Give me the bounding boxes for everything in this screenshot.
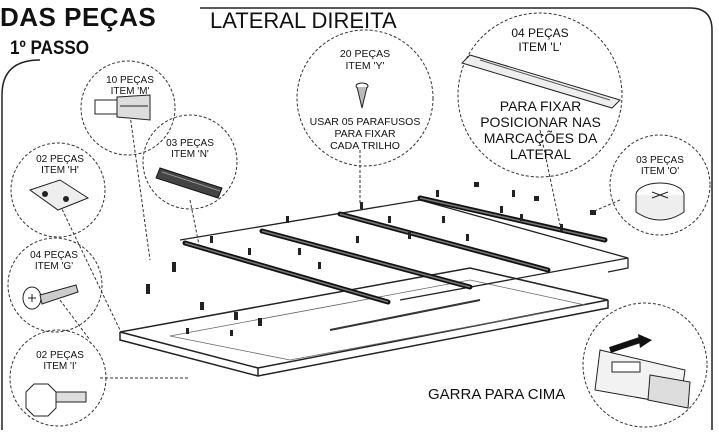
item-g-qty: 04 PEÇAS	[30, 250, 78, 261]
item-l-note: PARA FIXAR POSICIONAR NAS MARCAÇÕES DA L…	[463, 98, 618, 162]
item-h-qty: 02 PEÇAS	[36, 154, 84, 165]
item-o-label: 03 PEÇAS ITEM 'O'	[620, 155, 700, 177]
lateral-panel	[119, 267, 609, 377]
item-n-circle	[142, 114, 238, 210]
item-o-id: ITEM 'O'	[640, 166, 680, 177]
item-y-note-2: PARA FIXAR	[334, 128, 396, 140]
section-subtitle: LATERAL DIREITA	[210, 8, 397, 33]
item-h-icon	[28, 179, 90, 211]
item-l-label: 04 PEÇAS ITEM 'L'	[490, 26, 590, 54]
garra-detail-circle	[582, 302, 708, 428]
rail-item	[259, 228, 473, 290]
page-frame	[1, 7, 713, 430]
item-y-label: 20 PEÇAS ITEM 'Y'	[315, 48, 415, 72]
item-l-circle	[457, 12, 623, 178]
item-i-qty: 02 PEÇAS	[36, 350, 84, 361]
item-g-circle	[7, 237, 103, 333]
item-g-id: ITEM 'G'	[34, 261, 74, 272]
item-n-qty: 03 PEÇAS	[166, 138, 214, 149]
leader-lines	[59, 114, 621, 379]
item-n-label: 03 PEÇAS ITEM 'N'	[150, 138, 230, 160]
item-n-icon	[155, 167, 223, 199]
item-l-note-4: LATERAL	[509, 146, 572, 162]
item-h-id: ITEM 'H'	[41, 165, 79, 176]
item-y-id: ITEM 'Y'	[345, 60, 385, 72]
arrow-icon	[609, 337, 641, 353]
item-i-icon	[25, 383, 87, 417]
item-m-icon	[94, 94, 151, 121]
item-g-icon	[22, 284, 79, 310]
rail-item	[182, 240, 391, 305]
item-m-label: 10 PEÇAS ITEM 'M'	[90, 75, 170, 97]
rail-item	[417, 195, 608, 243]
part-circles	[7, 12, 711, 428]
item-l-note-2: POSICIONAR NAS	[480, 114, 601, 130]
item-m-circle	[80, 60, 176, 156]
item-g-label: 04 PEÇAS ITEM 'G'	[14, 250, 94, 272]
page-title: DAS PEÇAS	[0, 2, 157, 32]
item-i-label: 02 PEÇAS ITEM 'I'	[20, 350, 100, 372]
item-y-icon	[355, 82, 369, 109]
garra-callout: GARRA PARA CIMA	[428, 386, 566, 403]
item-y-circle	[296, 29, 434, 167]
item-l-icon	[461, 54, 621, 109]
item-h-circle	[10, 142, 106, 238]
rail-item	[337, 211, 551, 273]
garra-detail	[594, 334, 691, 409]
step-label: 1º PASSO	[10, 38, 90, 59]
item-o-circle	[609, 134, 711, 236]
item-m-qty: 10 PEÇAS	[106, 75, 154, 86]
item-n-id: ITEM 'N'	[171, 149, 209, 160]
item-y-qty: 20 PEÇAS	[339, 48, 391, 60]
item-y-note-1: USAR 05 PARAFUSOS	[309, 116, 421, 128]
item-l-id: ITEM 'L'	[518, 40, 562, 54]
item-l-note-1: PARA FIXAR	[499, 98, 582, 114]
rail-set	[182, 195, 608, 305]
item-o-icon	[635, 182, 685, 221]
back-panel	[179, 199, 629, 301]
item-y-note: USAR 05 PARAFUSOS PARA FIXAR CADA TRILHO	[300, 116, 430, 152]
screw-markers	[146, 182, 596, 336]
item-o-qty: 03 PEÇAS	[636, 155, 684, 166]
item-y-note-3: CADA TRILHO	[330, 140, 400, 152]
item-h-label: 02 PEÇAS ITEM 'H'	[20, 154, 100, 176]
item-m-id: ITEM 'M'	[110, 86, 150, 97]
item-i-circle	[9, 329, 107, 427]
item-l-qty: 04 PEÇAS	[511, 26, 569, 40]
item-i-id: ITEM 'I'	[43, 361, 77, 372]
item-l-note-3: MARCAÇÕES DA	[483, 130, 598, 146]
